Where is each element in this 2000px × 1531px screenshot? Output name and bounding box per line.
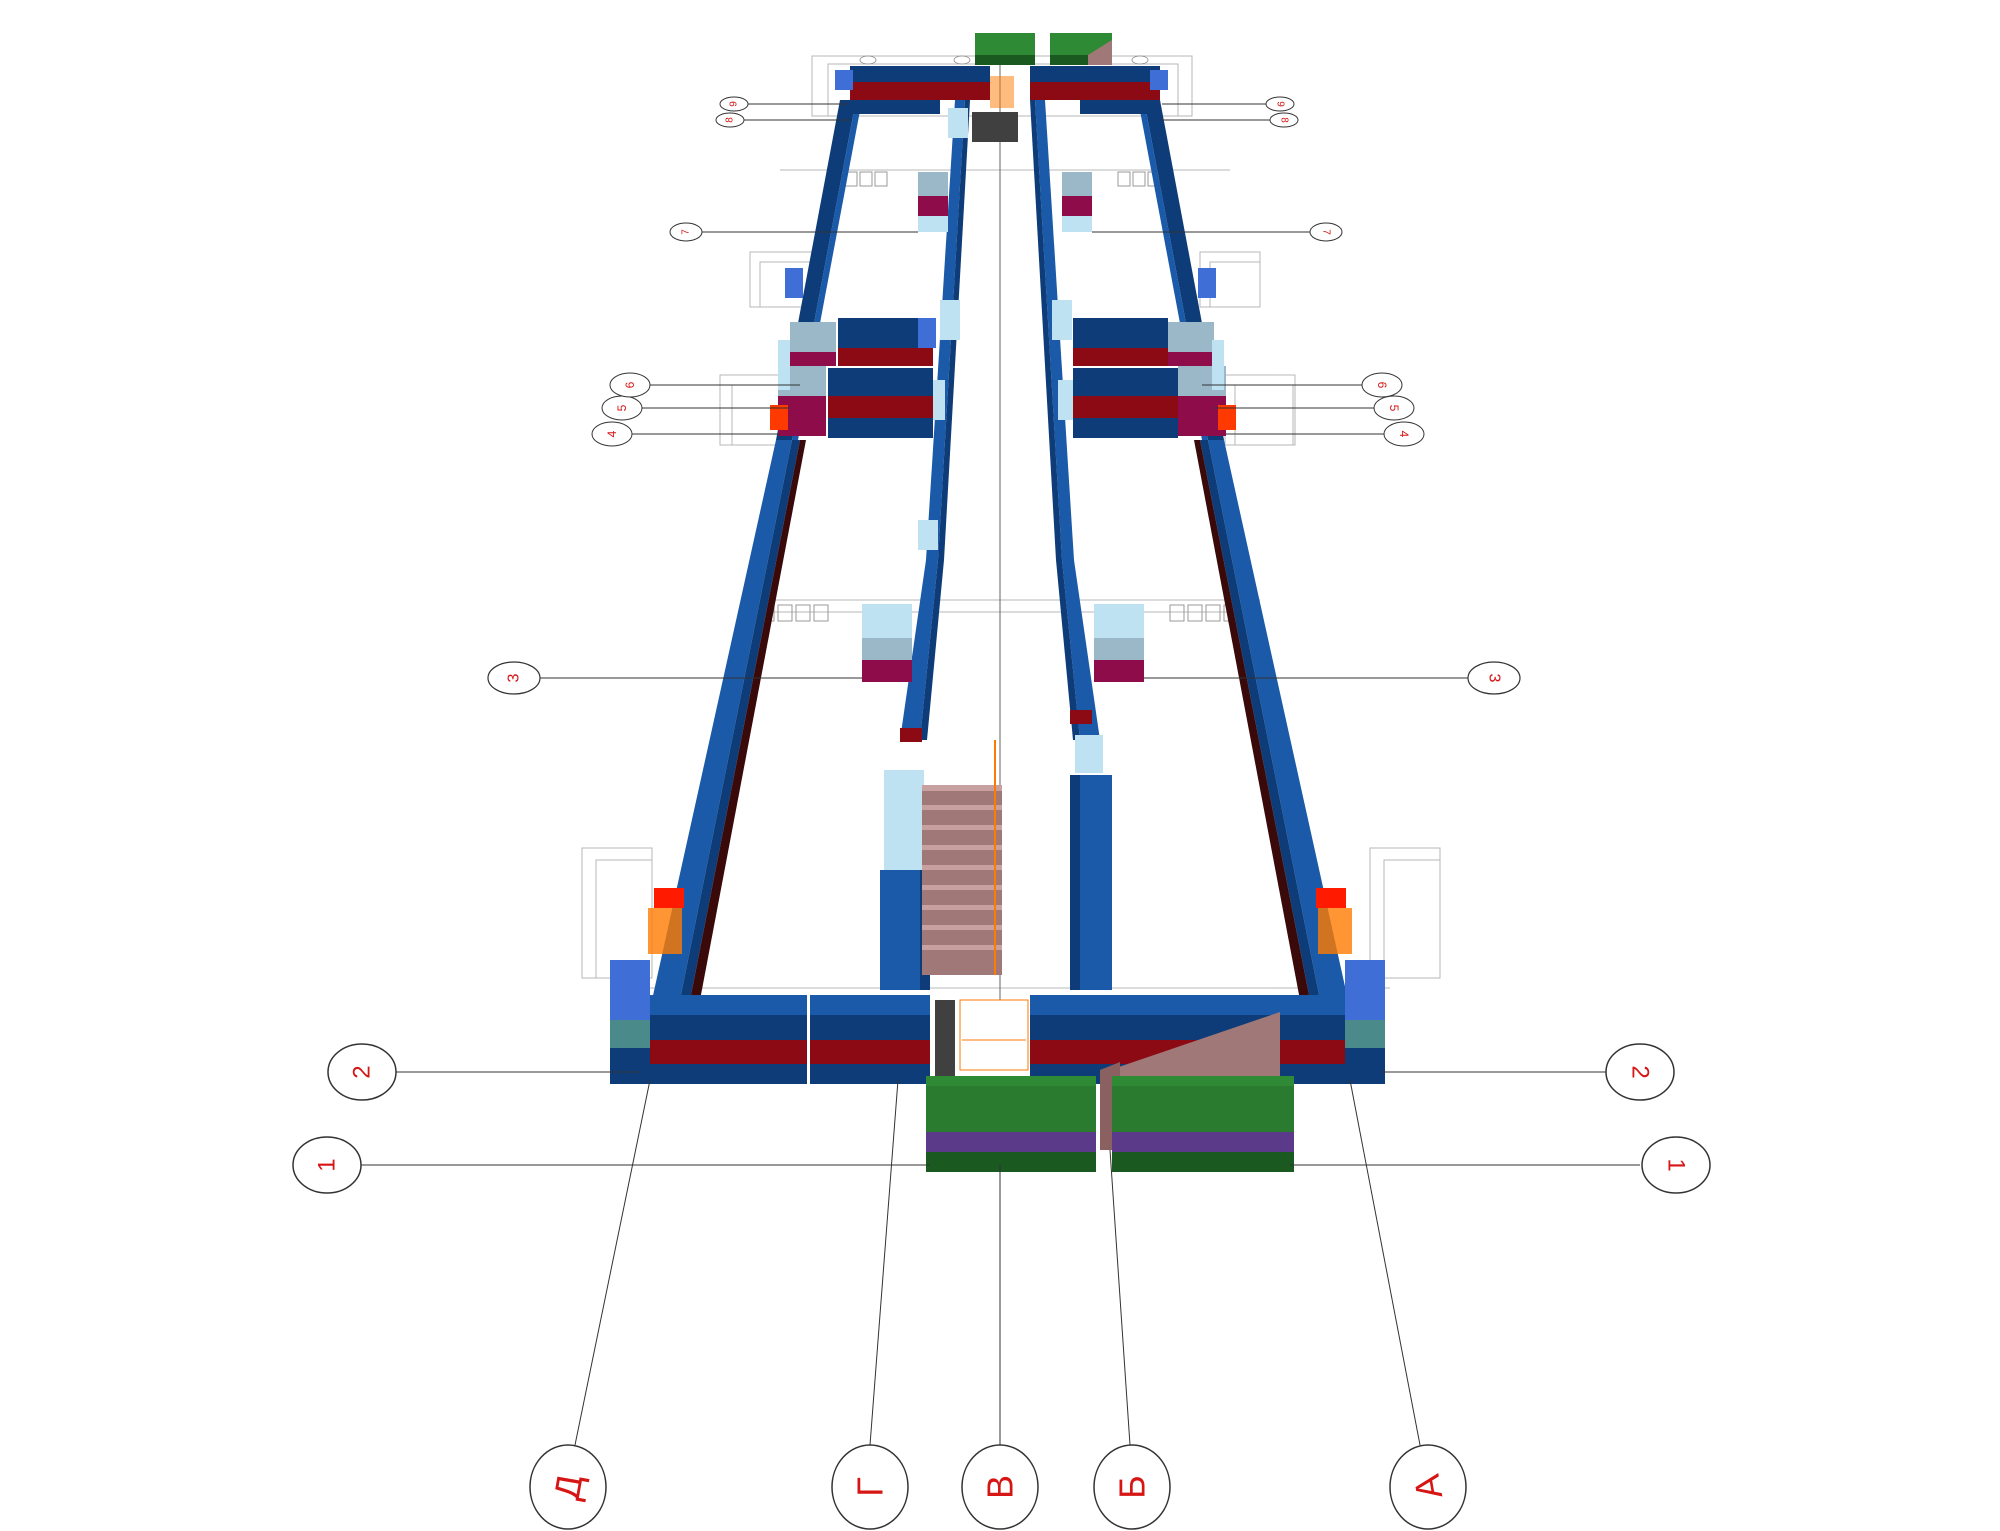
row-axis-left-label-5: 5 <box>615 404 629 411</box>
row-axis-right-label-6: 6 <box>1375 382 1389 389</box>
row-axis-left-1: 1 <box>292 1136 362 1194</box>
top-far-wall <box>835 66 1168 142</box>
row-axis-right-label-7: 7 <box>1321 229 1332 235</box>
green-entrance-blocks <box>926 1076 1294 1172</box>
row-axis-left-label-8: 8 <box>725 117 736 123</box>
corridor-stairs <box>922 740 1002 975</box>
row-axis-right-4: 4 <box>1383 421 1425 447</box>
row-axis-left-label-1: 1 <box>314 1158 341 1171</box>
right-corridor-wall <box>1030 100 1112 990</box>
row-axis-right-1: 1 <box>1641 1136 1711 1194</box>
row-axis-right-label-1: 1 <box>1663 1158 1690 1171</box>
row-axis-left-8: 8 <box>715 112 745 128</box>
row-axis-left-label-9: 9 <box>729 101 740 107</box>
column-axis-bubble-b: Б <box>1093 1444 1171 1530</box>
row-axis-left-2: 2 <box>327 1043 397 1101</box>
column-axis-label-v: В <box>980 1475 1021 1499</box>
row-axis-left-7: 7 <box>669 222 703 242</box>
row-axis-left-label-2: 2 <box>349 1065 376 1078</box>
row-axis-right-3: 3 <box>1467 661 1521 695</box>
row-axis-left-4: 4 <box>591 421 633 447</box>
row-axis-right-6: 6 <box>1361 372 1403 398</box>
row-axis-left-3: 3 <box>487 661 541 695</box>
row-axis-right-9: 9 <box>1265 96 1295 112</box>
row-axis-right-2: 2 <box>1605 1043 1675 1101</box>
row-axis-right-8: 8 <box>1269 112 1299 128</box>
row-axis-right-label-4: 4 <box>1397 431 1411 438</box>
top-entrance-blocks <box>975 33 1112 65</box>
column-axis-bubble-d: Д <box>529 1444 607 1530</box>
row-axis-left-label-6: 6 <box>623 381 637 388</box>
column-axis-label-g: Г <box>850 1477 891 1497</box>
row-axis-right-label-8: 8 <box>1279 117 1290 123</box>
mid-left-room <box>770 268 936 438</box>
row-axis-right-label-2: 2 <box>1627 1065 1654 1078</box>
row-axis-left-label-3: 3 <box>506 673 523 682</box>
row-axis-left-6: 6 <box>609 372 651 398</box>
left-corridor-wall <box>880 100 970 990</box>
left-outer-wall <box>652 100 862 1000</box>
row-axis-left-label-4: 4 <box>605 430 619 437</box>
row-axis-right-label-3: 3 <box>1486 674 1503 683</box>
top-wall-marker-bubbles <box>859 55 1149 65</box>
row-axis-right-label-5: 5 <box>1387 405 1401 412</box>
column-axis-label-b: Б <box>1112 1475 1153 1499</box>
mid-right-room <box>1073 268 1236 438</box>
row-axis-right-label-9: 9 <box>1275 101 1286 107</box>
row-axis-right-5: 5 <box>1373 395 1415 421</box>
row-axis-left-9: 9 <box>719 96 749 112</box>
corner-accents <box>648 888 1352 954</box>
row7-pillars <box>918 172 1092 232</box>
row-axis-left-label-7: 7 <box>681 229 692 235</box>
row-axis-left-5: 5 <box>601 395 643 421</box>
column-axis-bubble-g: Г <box>831 1444 909 1530</box>
row3-pillars <box>862 604 1144 682</box>
column-axis-bubble-a: А <box>1389 1444 1467 1530</box>
column-axis-bubble-v: В <box>961 1444 1039 1530</box>
row-axis-right-7: 7 <box>1309 222 1343 242</box>
axis-lines <box>360 103 1640 1446</box>
